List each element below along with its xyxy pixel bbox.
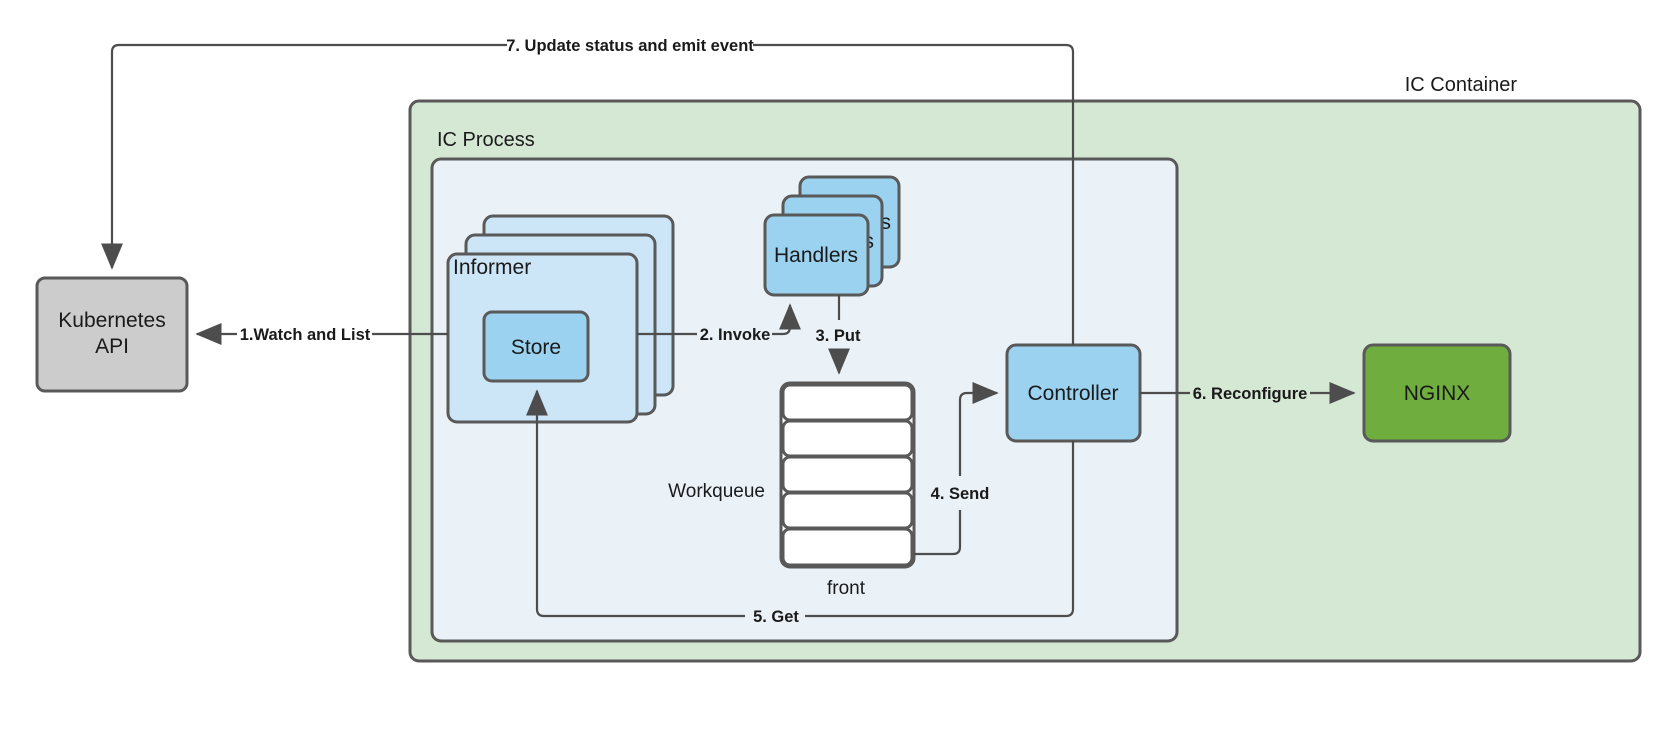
edge-7-path-right (753, 43, 1075, 345)
kubernetes-api-label-line2: API (95, 335, 129, 358)
node-informer-stack[interactable]: Informer Store (446, 214, 675, 424)
edge-1-watch-and-list: 1.Watch and List (195, 323, 448, 345)
edge-5-path-right (805, 441, 1075, 618)
edge-6-reconfigure: 6. Reconfigure (1140, 382, 1356, 404)
edge-1-label: 1.Watch and List (240, 326, 371, 344)
workqueue-slot-2[interactable] (781, 419, 914, 458)
edge-5-label: 5. Get (753, 608, 799, 626)
node-kubernetes-api[interactable]: Kubernetes API (35, 276, 189, 393)
edge-3-label: 3. Put (816, 327, 861, 345)
ic-container-label: IC Container (1405, 74, 1518, 96)
nginx-box[interactable] (1362, 343, 1512, 443)
edge-7-path-left (101, 43, 507, 270)
edge-3-put: 3. Put (816, 295, 861, 375)
edge-2-invoke: 2. Invoke (637, 303, 801, 344)
node-workqueue[interactable]: Workqueue front (668, 381, 916, 599)
workqueue-slot-3[interactable] (781, 455, 914, 494)
controller-label: Controller (1027, 382, 1118, 405)
edge-5-get: 5. Get (526, 389, 1075, 626)
edge-6-label: 6. Reconfigure (1193, 385, 1308, 403)
edge-4-path-lower (914, 510, 962, 556)
node-nginx[interactable]: NGINX (1362, 343, 1512, 443)
node-store[interactable]: Store (482, 310, 590, 383)
handlers-label: Handlers (774, 244, 858, 267)
edge-4-label: 4. Send (931, 485, 990, 503)
informer-label: Informer (453, 256, 531, 279)
workqueue-slot-5[interactable] (781, 527, 914, 567)
ic-process-label: IC Process (437, 129, 535, 151)
edge-2-label: 2. Invoke (700, 326, 771, 344)
workqueue-slot-4[interactable] (781, 491, 914, 530)
kubernetes-api-box[interactable] (35, 276, 189, 393)
edge-4-send: 4. Send (914, 382, 999, 556)
node-handlers-stack[interactable]: Handlers Handlers Handlers (763, 175, 901, 297)
kubernetes-api-label-line1: Kubernetes (58, 309, 165, 332)
nginx-label: NGINX (1404, 382, 1471, 405)
node-controller[interactable]: Controller (1005, 343, 1142, 443)
edge-2-path-right (772, 303, 801, 336)
edge-4-path-upper (958, 382, 999, 476)
store-box[interactable] (482, 310, 590, 383)
handlers-card-front[interactable] (763, 213, 870, 297)
store-label: Store (511, 336, 561, 359)
workqueue-slot-1[interactable] (781, 383, 914, 422)
edge-5-path-left (526, 389, 745, 618)
workqueue-front-label: front (827, 578, 866, 599)
edge-7-update-status: 7. Update status and emit event (101, 37, 1075, 345)
workqueue-label: Workqueue (668, 481, 765, 502)
edge-7-label: 7. Update status and emit event (506, 37, 754, 55)
